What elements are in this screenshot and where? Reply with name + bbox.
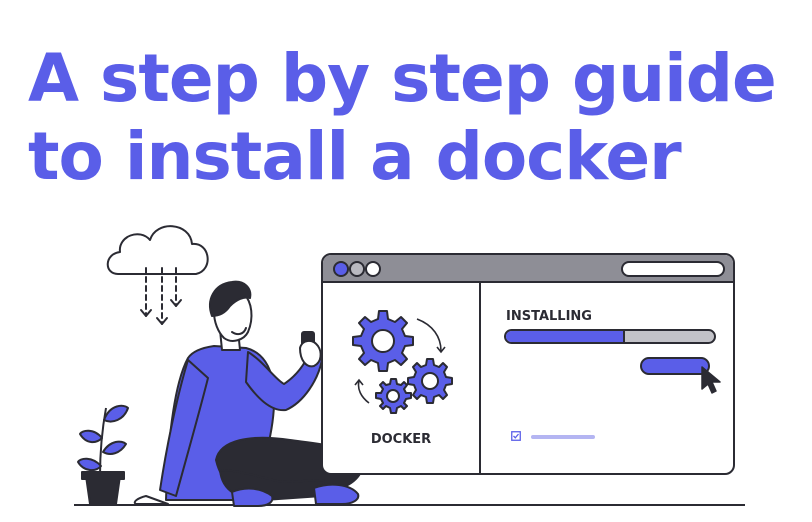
plant-icon xyxy=(77,404,129,505)
headline-line-2: to install a docker xyxy=(28,118,682,195)
panel-divider xyxy=(479,283,481,473)
install-button[interactable] xyxy=(640,357,710,375)
checkbox-icon[interactable] xyxy=(511,431,521,441)
installing-label: INSTALLING xyxy=(506,309,592,324)
cloud-download-icon xyxy=(106,225,209,325)
placeholder-text-line xyxy=(531,435,595,439)
window-control-dot[interactable] xyxy=(333,261,349,277)
docker-label: DOCKER xyxy=(370,432,432,447)
install-progress-fill xyxy=(506,331,625,342)
install-progress-bar xyxy=(504,329,716,344)
address-bar[interactable] xyxy=(621,261,725,277)
installer-window: DOCKER INSTALLING xyxy=(321,253,735,475)
window-control-dot[interactable] xyxy=(365,261,381,277)
window-control-dot[interactable] xyxy=(349,261,365,277)
cursor-icon xyxy=(701,366,721,394)
headline: A step by step guide to install a docker xyxy=(28,40,777,196)
gears-icon xyxy=(352,310,453,414)
headline-line-1: A step by step guide xyxy=(28,40,777,117)
window-title-bar xyxy=(323,255,733,283)
